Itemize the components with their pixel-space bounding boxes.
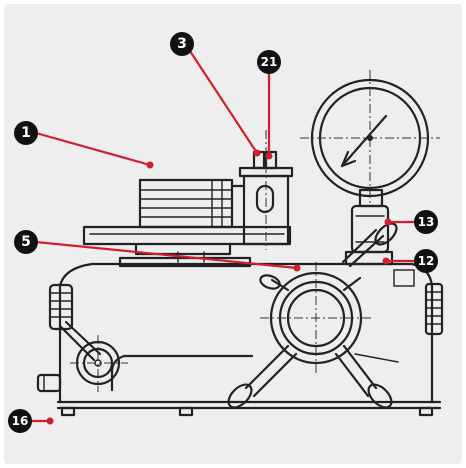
callout-13: 13 xyxy=(384,210,438,234)
callout-12-label: 12 xyxy=(418,254,435,268)
weight-stack xyxy=(138,178,246,229)
callouts: 1 3 21 5 13 xyxy=(8,32,438,433)
callout-1-label: 1 xyxy=(21,125,31,141)
callout-16: 16 xyxy=(8,409,54,433)
callout-21: 21 xyxy=(257,50,281,160)
machine-drawing xyxy=(36,70,444,417)
callout-3: 3 xyxy=(170,32,261,157)
callout-3-label: 3 xyxy=(177,36,187,52)
callout-12: 12 xyxy=(382,249,438,273)
pressure-gauge xyxy=(300,70,440,206)
side-plug xyxy=(36,373,62,393)
callout-16-label: 16 xyxy=(12,414,29,428)
right-knob xyxy=(424,282,444,336)
callout-21-label: 21 xyxy=(261,55,278,69)
callout-5-label: 5 xyxy=(21,234,31,250)
gauge-stem xyxy=(344,188,394,266)
piston-cylinder xyxy=(238,130,294,250)
callout-13-label: 13 xyxy=(418,215,435,229)
base-plate xyxy=(56,400,442,417)
callout-1: 1 xyxy=(14,121,154,169)
lower-left-wheel xyxy=(70,335,128,392)
callout-5: 5 xyxy=(14,230,301,272)
